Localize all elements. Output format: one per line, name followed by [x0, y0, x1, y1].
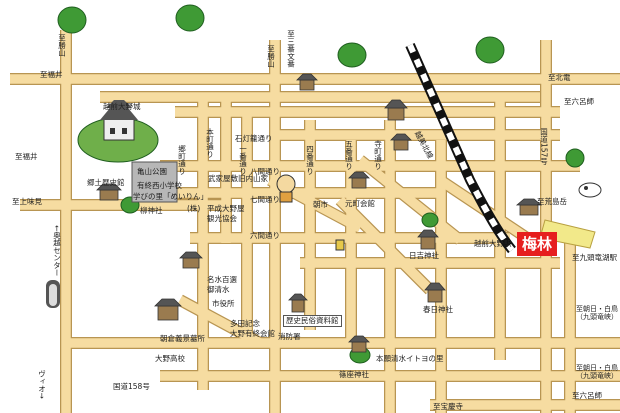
street-ichiban: 一番通り: [238, 145, 248, 175]
castle-icon: [77, 100, 159, 163]
label-motomachi-kaikan: 元町会館: [345, 199, 375, 208]
label-shinmei-shrine: 篠座神社: [339, 370, 369, 379]
label-hiyoshi-shrine: 日吉神社: [409, 251, 439, 260]
label-shiyakusho: 市役所: [212, 299, 235, 308]
label-meisui: 名水百選: [207, 275, 237, 284]
route-158-label: 国道158号: [113, 382, 150, 391]
label-kyodo-museum: 郷土歴史館: [87, 178, 125, 187]
dest-kitamon: 至北電: [548, 73, 571, 82]
label-echizen-ono-station: 越前大野駅: [474, 239, 512, 248]
dest-kuzuryuko: 至九頭竜湖駅: [572, 253, 617, 262]
label-vio: ヴィオ→: [37, 370, 47, 399]
dest-sanbanbashi: 至三番文番: [286, 30, 296, 68]
label-honganji: 本願清水イトヨの里: [376, 354, 444, 363]
dest-asahi-2: 至朝日・白鳥（九頭竜峡）: [576, 364, 618, 380]
street-goban: 五番通り: [344, 140, 354, 170]
dest-hokuriku: 至六呂師: [564, 97, 594, 106]
cow-icon: [578, 182, 602, 198]
label-ono-high: 大野高校: [155, 354, 185, 363]
temple-icons: [96, 73, 543, 353]
label-kasuga-shrine: 春日神社: [423, 305, 453, 314]
label-ono-elem-school: 有終西小学校: [137, 181, 182, 190]
label-echizen-ono-castle: 越前大野城: [103, 102, 141, 111]
label-rekishi-minzoku: 歴史民俗資料館: [283, 315, 342, 327]
label-ono-yushukaikan: 大野有終会館: [230, 329, 275, 338]
tunnel-marker: [46, 280, 60, 308]
street-terachi: 寺町通り: [373, 140, 383, 170]
dest-katsuyama-top: 至勝山: [57, 34, 67, 57]
trash-icon: [335, 239, 345, 251]
dest-asahi-1: 至朝日・白鳥（九頭竜峡）: [576, 305, 618, 321]
dest-asahi-1-line2: （九頭竜峡）: [576, 313, 618, 322]
street-honmachi: 本町通り: [205, 128, 215, 158]
dest-asahi-2-line1: 至朝日・白鳥: [576, 364, 618, 372]
dest-katsuyama-top2: 至勝山: [266, 45, 276, 68]
label-tanoshima: 多田記念: [230, 319, 260, 328]
label-asaichi: 朝市: [313, 200, 328, 209]
mascot-icon: [276, 174, 296, 203]
label-manabi-no-sato: 学びの里「めいりん」: [133, 192, 208, 201]
label-oshozu: 御清水: [207, 285, 230, 294]
umebayashi-highlight: 梅林: [517, 232, 557, 256]
dest-kamiaji: 至上味見: [12, 197, 42, 206]
school-block: [131, 161, 178, 203]
label-kashiwa: (株): [187, 204, 201, 213]
street-hachiken: 八間通り: [250, 167, 280, 176]
label-kameyama-park: 亀山公園: [137, 167, 167, 176]
label-kanko-kyokai: 観光協会: [207, 214, 237, 223]
label-shobosho: 消防署: [278, 332, 301, 341]
label-heisei-kankyo: 平成大野屋: [207, 204, 245, 213]
label-city-center: ←奥越センター: [52, 225, 62, 277]
street-rokken: 六間通り: [250, 231, 280, 240]
street-yomachi: 郷町通り: [177, 145, 187, 175]
dest-hokko: 至宝慶寺: [433, 402, 463, 411]
dest-hokuriku-road: 至荒島岳: [537, 197, 567, 206]
road-network: [10, 30, 620, 413]
label-yanagi-shrine: 柳神社: [140, 206, 163, 215]
street-nanaken: 七間通り: [250, 195, 280, 204]
label-asakura-yoshikage: 朝倉義景墓所: [160, 334, 205, 343]
label-buke-yashiki: 武家屋敷旧内山家: [208, 174, 268, 183]
street-ishigaki: 石灯籠通り: [235, 134, 273, 143]
route-157-label: 国道157号: [539, 128, 549, 165]
dest-asahi-1-line1: 至朝日・白鳥: [576, 305, 618, 313]
dest-fukui-top: 至福井: [40, 70, 63, 79]
dest-rokuroshi: 至六呂師: [572, 391, 602, 400]
dest-asahi-2-line2: （九頭竜峡）: [576, 372, 618, 381]
dest-fukui-left: 至福井: [15, 152, 38, 161]
railway-line: [405, 42, 516, 254]
street-yonban: 四番通り: [305, 145, 315, 175]
